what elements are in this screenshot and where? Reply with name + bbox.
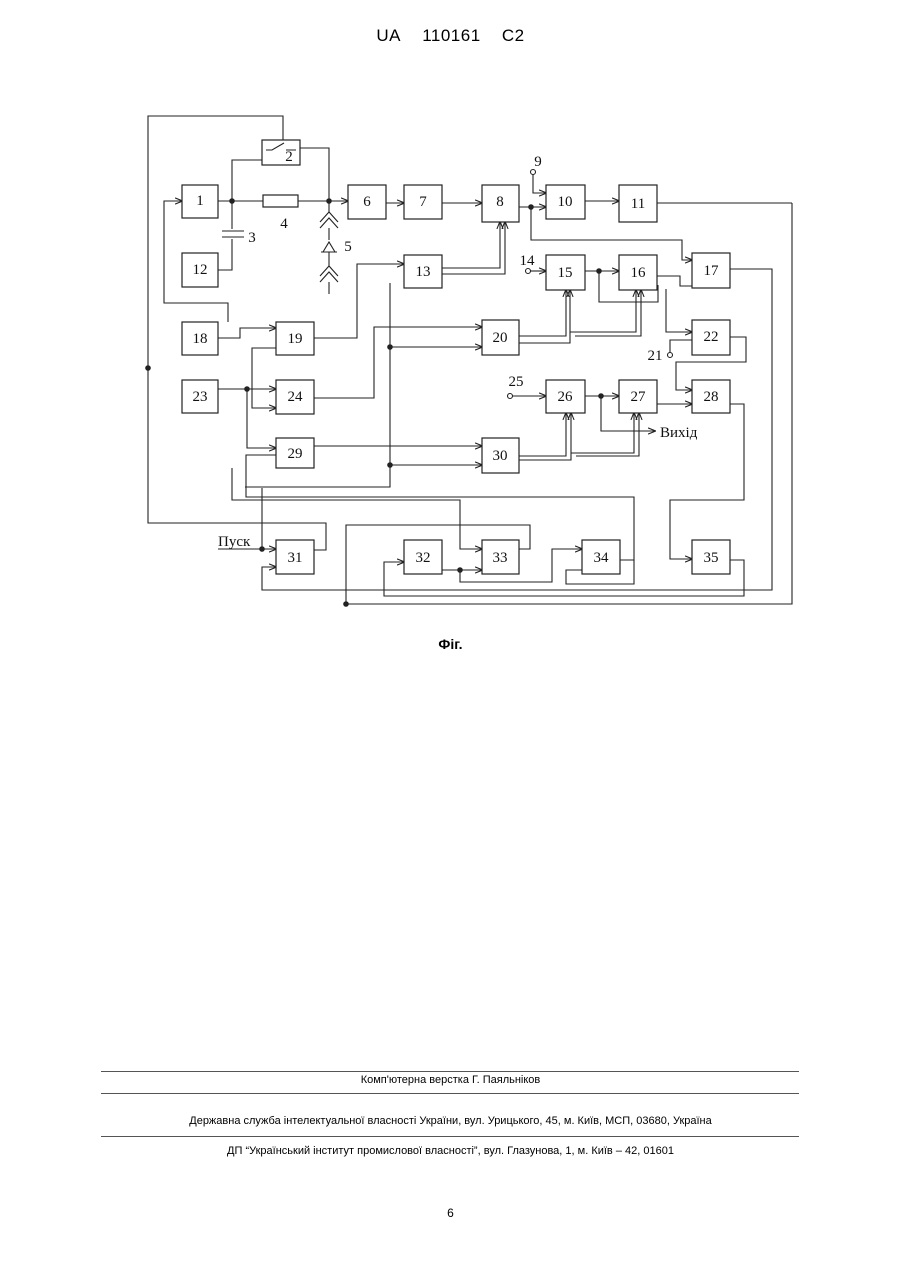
- arrester-5-label: 5: [344, 239, 352, 255]
- footer-rule-top: [101, 1071, 799, 1072]
- terminal-14-label: 14: [520, 253, 536, 269]
- terminal-25-label: 25: [509, 374, 524, 390]
- block-12-label: 12: [193, 262, 208, 278]
- block-27-label: 27: [631, 389, 647, 405]
- block-30-label: 30: [493, 448, 508, 464]
- block-28-label: 28: [704, 389, 719, 405]
- block-33-label: 33: [493, 550, 508, 566]
- block-34-label: 34: [594, 550, 610, 566]
- block-18-label: 18: [193, 331, 208, 347]
- block-19-label: 19: [288, 331, 303, 347]
- block-2-label: 2: [285, 149, 293, 165]
- resistor-4-label: 4: [280, 216, 288, 232]
- block-32-label: 32: [416, 550, 431, 566]
- block-10-label: 10: [558, 194, 573, 210]
- terminal-21-label: 21: [648, 348, 663, 364]
- footer-rule-middle: [101, 1093, 799, 1094]
- block-29-label: 29: [288, 446, 303, 462]
- block-1-label: 1: [196, 193, 204, 209]
- block-7-label: 7: [419, 194, 427, 210]
- block-22-label: 22: [704, 329, 719, 345]
- block-labels: 1 2 6 7 8 10 11 12 13 15 16 17 18 19 20 …: [193, 149, 720, 566]
- block-24-label: 24: [288, 389, 304, 405]
- block-15-label: 15: [558, 265, 573, 281]
- block-6-label: 6: [363, 194, 371, 210]
- footer-office: Державна служба інтелектуальної власност…: [0, 1115, 901, 1127]
- footer-layout-credit: Комп'ютерна верстка Г. Паяльніков: [0, 1074, 901, 1086]
- output-label: Вихід: [660, 425, 698, 441]
- block-16-label: 16: [631, 265, 647, 281]
- block-13-label: 13: [416, 264, 431, 280]
- block-20-label: 20: [493, 330, 508, 346]
- block-23-label: 23: [193, 389, 208, 405]
- page-number: 6: [0, 1206, 901, 1220]
- block-31-label: 31: [288, 550, 303, 566]
- block-35-label: 35: [704, 550, 719, 566]
- block-11-label: 11: [631, 196, 645, 212]
- block-17-label: 17: [704, 263, 720, 279]
- figure-caption: Фіг.: [0, 636, 901, 652]
- footer-rule-bottom: [101, 1136, 799, 1137]
- footer-institute: ДП “Український інститут промислової вла…: [0, 1145, 901, 1157]
- block-26-label: 26: [558, 389, 574, 405]
- start-label: Пуск: [218, 534, 251, 550]
- resistor-4: [263, 195, 298, 207]
- block-8-label: 8: [496, 194, 504, 210]
- capacitor-3-label: 3: [248, 230, 256, 246]
- terminal-9-label: 9: [534, 154, 542, 170]
- blocks: [182, 185, 730, 574]
- block-diagram: 1 2 6 7 8 10 11 12 13 15 16 17 18 19 20 …: [0, 0, 901, 680]
- switch-2-box: [262, 140, 300, 165]
